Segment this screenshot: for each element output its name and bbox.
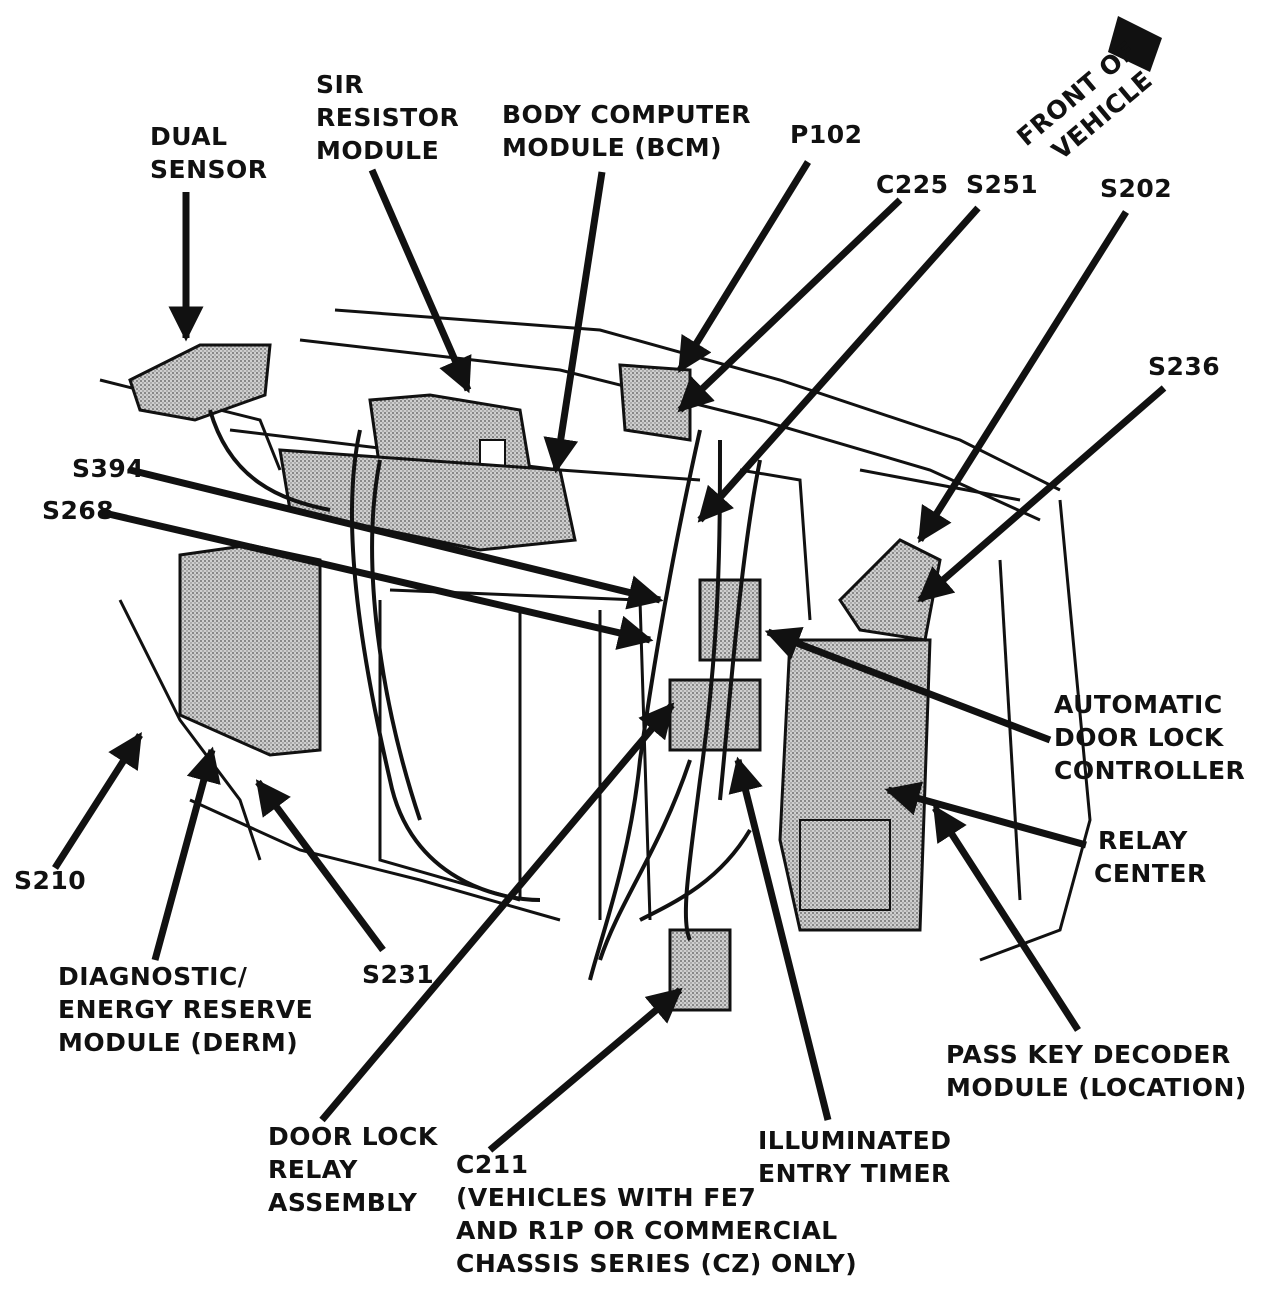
derm-line-3: MODULE (DERM) (58, 1028, 299, 1057)
arrow-c211 (487, 987, 683, 1153)
door-lock-relay-line-2: RELAY (268, 1155, 358, 1184)
automatic-line-3: CONTROLLER (1054, 756, 1246, 785)
arrow-s202 (917, 210, 1129, 543)
arrow-s236 (917, 385, 1167, 603)
door-lock-relay-label: DOOR LOCK RELAY ASSEMBLY (268, 1120, 438, 1219)
illuminated-entry-timer-label: ILLUMINATED ENTRY TIMER (758, 1124, 951, 1190)
sir-line-2: RESISTOR (316, 103, 460, 132)
arrow-s251 (697, 205, 981, 523)
derm-part (178, 543, 322, 757)
illuminated-line-1: ILLUMINATED (758, 1126, 952, 1155)
illuminated-line-2: ENTRY TIMER (758, 1159, 951, 1188)
dashboard-outline (99, 308, 1092, 962)
door-lock-relay-line-1: DOOR LOCK (268, 1122, 438, 1151)
arrow-derm (151, 746, 221, 961)
door-lock-relay-part (668, 678, 762, 752)
arrow-sir (368, 168, 472, 394)
automatic-line-2: DOOR LOCK (1054, 723, 1224, 752)
sir-line-1: SIR (316, 70, 365, 99)
arrow-automatic (764, 626, 1052, 744)
door-lock-relay-line-3: ASSEMBLY (268, 1188, 418, 1217)
arrow-s231 (255, 779, 386, 953)
p102-label: P102 (790, 120, 863, 149)
c211-line-3: AND R1P OR COMMERCIAL (456, 1216, 838, 1245)
arrow-s210 (52, 732, 143, 870)
s394-label: S394 (72, 454, 145, 483)
dual-sensor-part (128, 343, 272, 422)
bcm-line-1: BODY COMPUTER (502, 100, 752, 129)
arrow-s268 (99, 508, 654, 650)
derm-line-1: DIAGNOSTIC/ (58, 962, 248, 991)
arrow-p102 (677, 160, 811, 373)
pass-key-line-1: PASS KEY DECODER (946, 1040, 1231, 1069)
pass-key-label: PASS KEY DECODER MODULE (LOCATION) (946, 1038, 1247, 1104)
c211-line-2: (VEHICLES WITH FE7 (456, 1183, 757, 1212)
c211-line-4: CHASSIS SERIES (CZ) ONLY) (456, 1249, 858, 1278)
dual-line-1: DUAL (150, 122, 228, 151)
s210-label: S210 (14, 866, 87, 895)
sir-label: SIR RESISTOR MODULE (316, 68, 459, 167)
relay-center-label: RELAY CENTER (1094, 824, 1207, 890)
dual-line-2: SENSOR (150, 155, 268, 184)
arrow-pass-key (932, 805, 1081, 1032)
bcm-label: BODY COMPUTER MODULE (BCM) (502, 98, 751, 164)
c225-label: C225 (876, 170, 949, 199)
arrow-door-lock-relay (319, 702, 675, 1123)
relay-line-1: RELAY (1098, 826, 1188, 855)
relay-center-part (778, 638, 932, 932)
arrow-relay-center (884, 781, 1087, 849)
c211-label: C211 (VEHICLES WITH FE7 AND R1P OR COMME… (456, 1148, 857, 1280)
s236-label: S236 (1148, 352, 1221, 381)
automatic-door-lock-controller-label: AUTOMATIC DOOR LOCK CONTROLLER (1054, 688, 1245, 787)
arrow-s394 (129, 466, 664, 610)
derm-label: DIAGNOSTIC/ ENERGY RESERVE MODULE (DERM) (58, 960, 313, 1059)
arrow-illuminated (728, 756, 832, 1121)
bcm-line-2: MODULE (BCM) (502, 133, 723, 162)
dual-sensor-label: DUAL SENSOR (150, 120, 268, 186)
door-lock-controller-part (698, 578, 762, 662)
sir-line-3: MODULE (316, 136, 440, 165)
pass-key-line-2: MODULE (LOCATION) (946, 1073, 1247, 1102)
callout-arrows (52, 160, 1167, 1153)
connector-cluster-part (618, 363, 942, 642)
arrow-c225 (677, 197, 903, 413)
s251-label: S251 (966, 170, 1039, 199)
s268-label: S268 (42, 496, 115, 525)
automatic-line-1: AUTOMATIC (1054, 690, 1223, 719)
s202-label: S202 (1100, 174, 1173, 203)
c211-connector-part (668, 928, 732, 1012)
relay-line-2: CENTER (1094, 859, 1207, 888)
arrow-bcm (543, 171, 606, 474)
front-arrow-icon (1108, 16, 1162, 72)
c211-line-1: C211 (456, 1150, 529, 1179)
s231-label: S231 (362, 960, 435, 989)
derm-line-2: ENERGY RESERVE (58, 995, 314, 1024)
